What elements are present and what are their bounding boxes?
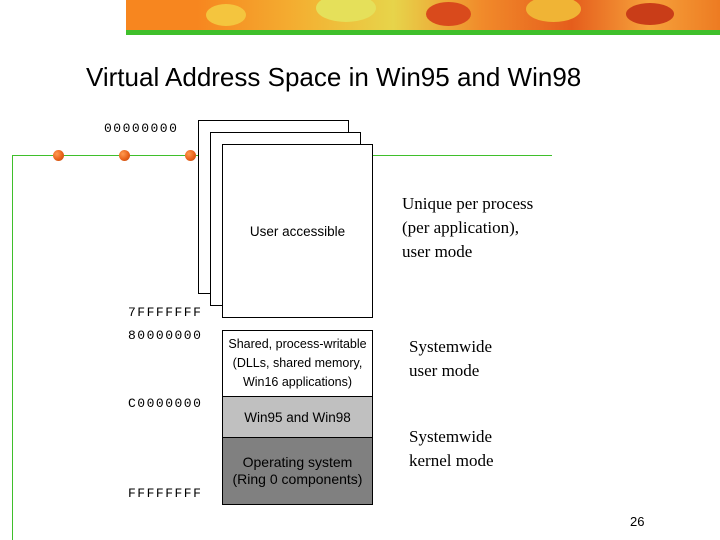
- page-number: 26: [630, 514, 645, 529]
- systemwide-user-note: Systemwide user mode: [409, 337, 493, 380]
- shared-region-label: Shared, process-writable (DLLs, shared m…: [228, 337, 367, 389]
- win9x-region-label: Win95 and Win98: [244, 409, 351, 425]
- address-user-end-label: 7FFFFFFF: [128, 305, 203, 320]
- decoration-blob: [426, 2, 471, 26]
- green-vertical-rule: [12, 155, 13, 540]
- operating-system-region: Operating system (Ring 0 components): [222, 437, 373, 505]
- decoration-blob: [206, 4, 246, 26]
- user-accessible-region: User accessible: [222, 144, 373, 318]
- per-process-note: Unique per process (per application), us…: [402, 194, 534, 261]
- systemwide-kernel-note: Systemwide kernel mode: [409, 427, 494, 470]
- decoration-blob: [526, 0, 581, 22]
- bullet-dot-icon: [185, 150, 196, 161]
- bullet-dot-icon: [53, 150, 64, 161]
- address-system-start-label: C0000000: [128, 396, 203, 411]
- shared-region: Shared, process-writable (DLLs, shared m…: [222, 330, 373, 397]
- address-shared-start-label: 80000000: [128, 328, 203, 343]
- user-accessible-label: User accessible: [249, 223, 346, 239]
- page-title: Virtual Address Space in Win95 and Win98: [86, 62, 582, 92]
- header-decoration-band: [126, 0, 720, 30]
- bullet-dot-icon: [119, 150, 130, 161]
- address-end-label: FFFFFFFF: [128, 486, 203, 501]
- decoration-blob: [316, 0, 376, 22]
- address-start-label: 00000000: [104, 121, 179, 136]
- operating-system-label: Operating system (Ring 0 components): [232, 454, 363, 487]
- header-green-rule: [126, 30, 720, 35]
- win9x-region: Win95 and Win98: [222, 396, 373, 438]
- decoration-blob: [626, 3, 674, 25]
